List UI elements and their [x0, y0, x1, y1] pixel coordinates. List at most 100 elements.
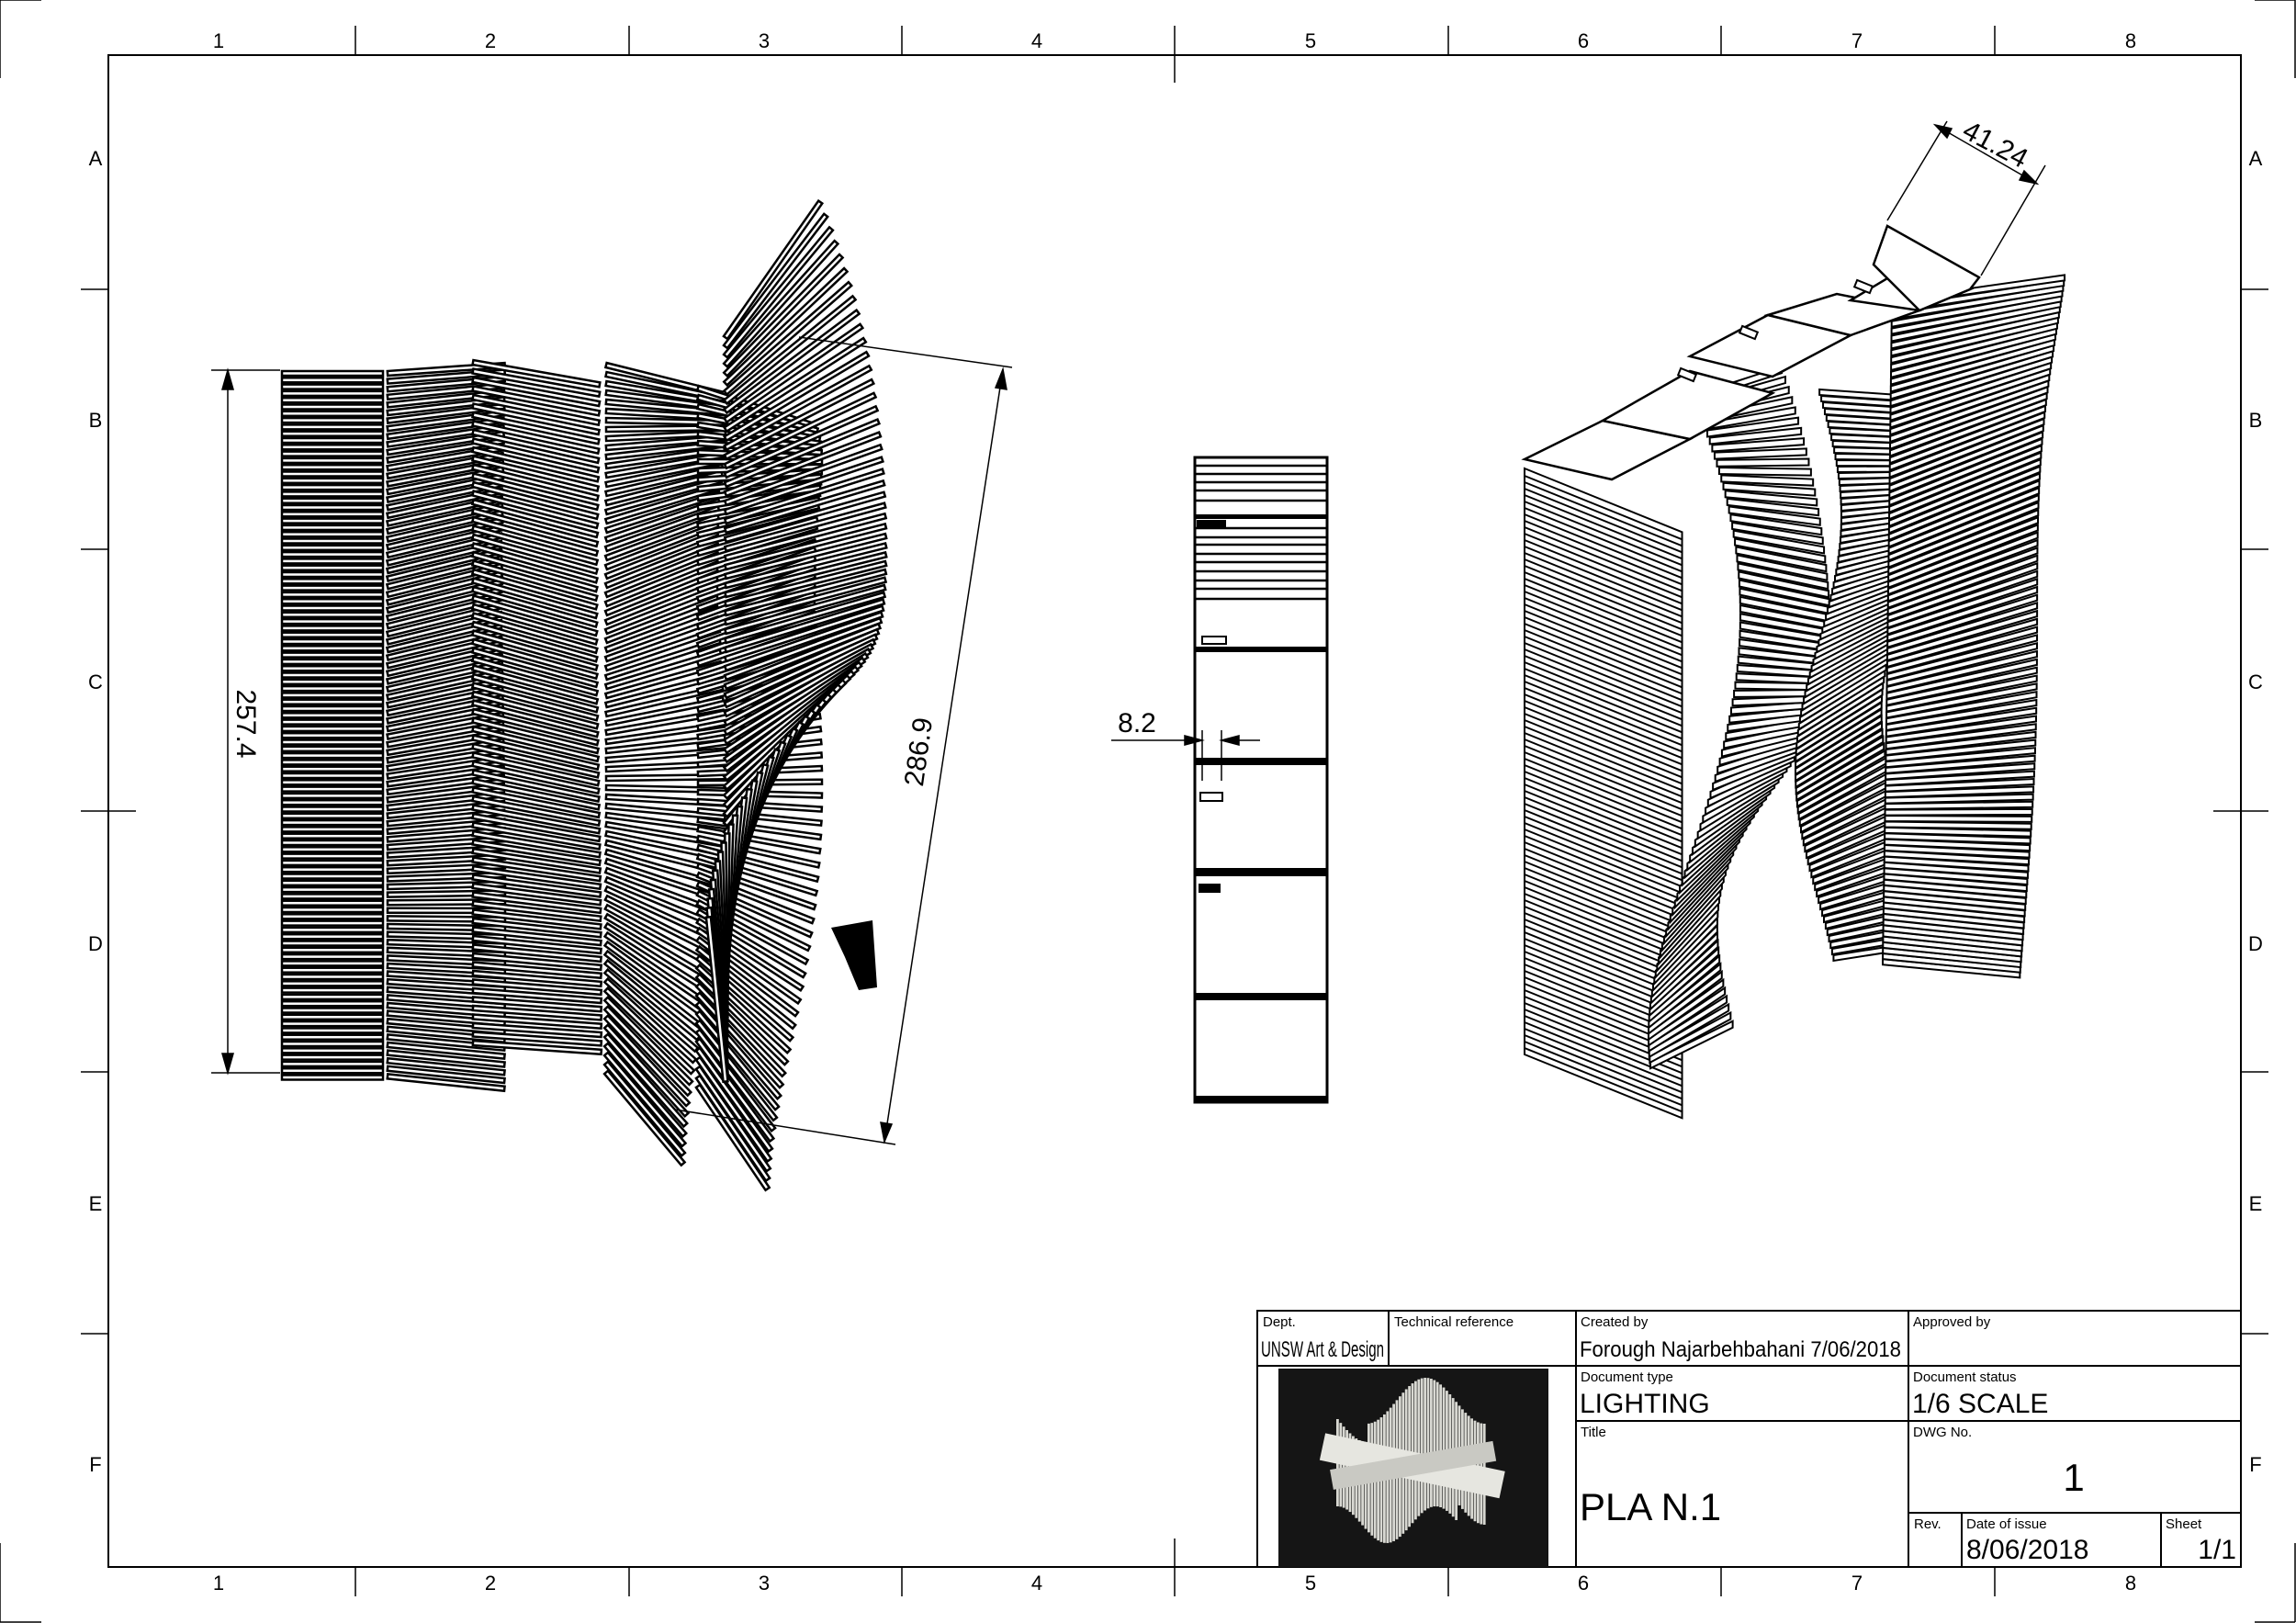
dimension-thickness: [1111, 730, 1260, 781]
front-slat: [603, 584, 720, 636]
zone-col-6-bottom: 6: [1578, 1572, 1589, 1595]
front-slat: [723, 430, 883, 498]
front-slat: [280, 369, 385, 378]
isometric-plate: [1708, 426, 1803, 445]
isometric-plate: [1887, 486, 2041, 556]
front-slat: [470, 524, 600, 567]
front-slat: [470, 637, 600, 681]
isometric-plate: [1886, 569, 2039, 629]
isometric-plate: [1885, 715, 2037, 744]
isometric-plate: [1884, 826, 2032, 838]
front-slat: [280, 806, 385, 813]
isometric-plate: [1886, 546, 2039, 610]
zone-col-3-top: 3: [759, 29, 770, 52]
front-slat: [280, 826, 385, 833]
front-slat: [280, 852, 385, 860]
isometric-view: 41.24: [1521, 115, 2066, 1120]
front-slat: [471, 839, 602, 867]
front-slat: [723, 591, 887, 645]
zone-col-8-top: 8: [2125, 29, 2136, 52]
dwg-no-label: DWG No.: [1913, 1425, 1972, 1440]
zone-row-a-left: A: [89, 147, 103, 170]
front-slat: [280, 631, 385, 638]
isometric-plate: [1737, 562, 1829, 591]
front-slat: [470, 760, 601, 795]
isometric-plate: [1885, 634, 2039, 682]
front-slat: [602, 958, 702, 1042]
front-slat: [471, 1013, 603, 1031]
document-type-label: Document type: [1581, 1369, 1673, 1385]
photo-slat: [1342, 1426, 1345, 1508]
front-slat: [722, 308, 861, 415]
front-slat: [471, 847, 602, 874]
front-slat: [603, 648, 723, 691]
isometric-plate: [1886, 602, 2039, 656]
front-slat: [723, 559, 888, 608]
front-slat: [280, 865, 385, 873]
title-label: Title: [1581, 1425, 1606, 1440]
front-slat: [723, 532, 888, 580]
document-type-value: LIGHTING: [1580, 1389, 1710, 1419]
front-slat: [723, 568, 888, 617]
photo-slat: [1417, 1379, 1421, 1516]
front-slat: [280, 818, 385, 827]
front-slat: [723, 502, 887, 553]
front-view-dark-notch: [831, 920, 877, 990]
front-slat: [280, 798, 385, 806]
front-slat: [471, 986, 603, 1005]
front-slat: [722, 253, 845, 378]
isometric-plate: [1728, 505, 1821, 526]
zone-row-d-right: D: [2248, 932, 2263, 955]
front-slat: [280, 906, 385, 914]
front-slat: [470, 585, 599, 629]
front-slat: [723, 417, 882, 489]
front-slat: [280, 946, 385, 954]
zone-row-c-left: C: [88, 671, 103, 693]
sheet-value: 1/1: [2198, 1535, 2236, 1565]
front-slat: [471, 385, 602, 417]
front-slat: [471, 821, 602, 851]
front-slat: [280, 1074, 385, 1081]
front-slat: [723, 611, 884, 672]
front-slat: [602, 1023, 691, 1119]
isometric-plate: [1885, 666, 2038, 706]
front-slat: [280, 718, 385, 726]
front-slat: [471, 943, 602, 964]
isometric-plate: [1883, 843, 2031, 859]
isometric-plate: [1706, 416, 1800, 438]
isometric-plate: [1883, 850, 2031, 866]
side-view-small-slots: [1199, 636, 1227, 802]
front-slat: [386, 1009, 507, 1027]
front-slat: [280, 993, 385, 1001]
created-by-value: Forough Najarbehbahani 7/06/2018: [1580, 1337, 1901, 1362]
isometric-plate: [1887, 515, 2040, 582]
zone-dividers: [81, 26, 2268, 1596]
front-slat: [386, 430, 506, 456]
isometric-plate: [1726, 497, 1820, 517]
front-slat: [280, 625, 385, 632]
front-slat: [471, 812, 602, 843]
isometric-plate: [1885, 706, 2038, 738]
zone-col-1-top: 1: [213, 29, 224, 52]
zone-col-7-top: 7: [1851, 29, 1863, 52]
front-slat: [470, 568, 599, 611]
front-slat: [280, 463, 385, 471]
tech-ref-label: Technical reference: [1394, 1314, 1514, 1330]
front-slat: [470, 428, 601, 465]
zone-col-2-top: 2: [485, 29, 496, 52]
photo-slat: [1424, 1378, 1426, 1511]
front-slat: [723, 443, 884, 507]
zone-row-a-right: A: [2249, 147, 2263, 170]
zone-col-7-bottom: 7: [1851, 1572, 1863, 1595]
isometric-top-pieces: [1521, 224, 1981, 481]
side-view: 8.2: [1111, 456, 1329, 1104]
dept-value: UNSW Art & Design: [1261, 1337, 1384, 1362]
date-of-issue-label: Date of issue: [1966, 1516, 2047, 1532]
front-slat: [280, 940, 385, 947]
front-slat: [722, 280, 853, 397]
front-slat: [280, 859, 385, 867]
isometric-plate: [1884, 807, 2033, 817]
isometric-plate: [1724, 490, 1818, 507]
front-slat: [471, 1031, 603, 1047]
dimension-height: [211, 367, 280, 1076]
